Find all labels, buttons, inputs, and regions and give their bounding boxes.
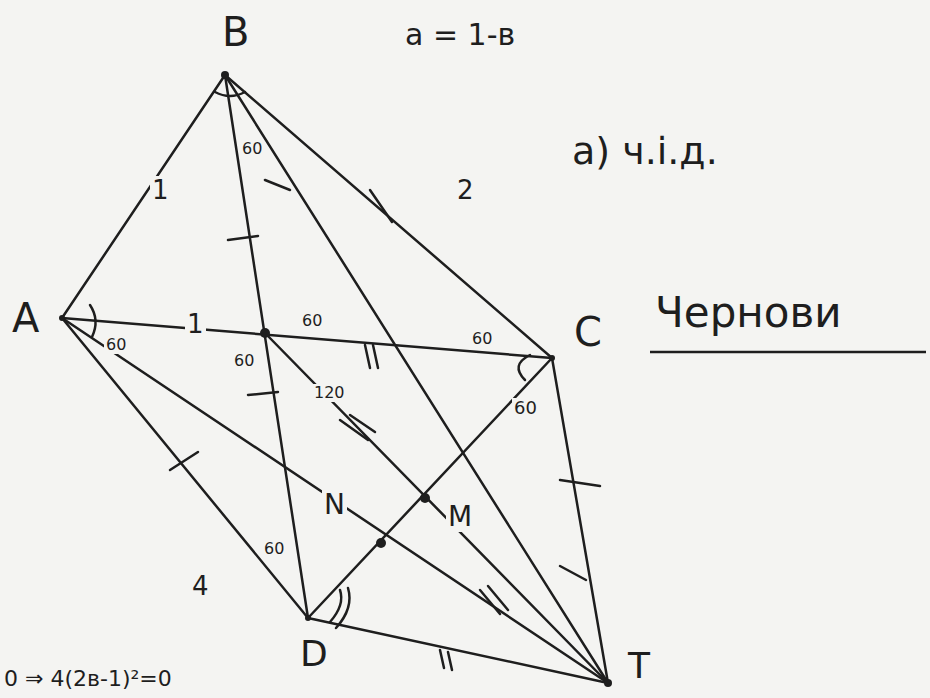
- point-label: D: [300, 636, 328, 672]
- note-text: a) ч.і.д.: [572, 132, 718, 170]
- point-label: M: [446, 502, 474, 532]
- angle-label: 60: [232, 352, 256, 370]
- point-label: A: [12, 298, 39, 338]
- angle-label: 60: [104, 336, 128, 354]
- equation-note: 0 ⇒ 4(2в-1)²=0: [4, 668, 172, 690]
- angle-label: 60: [262, 540, 286, 558]
- point-label: N: [322, 490, 347, 520]
- point-label: C: [574, 312, 602, 352]
- point-label: B: [222, 12, 249, 52]
- length-label: 1: [150, 176, 171, 204]
- angle-label: 60: [470, 330, 494, 348]
- length-label: 1: [185, 310, 206, 338]
- note-text: a = 1-в: [405, 20, 515, 50]
- angle-label: 60: [240, 140, 264, 158]
- angle-label: 60: [512, 398, 539, 418]
- angle-label: 60: [300, 312, 324, 330]
- point-label: T: [628, 648, 650, 684]
- length-label: 2: [455, 176, 476, 204]
- title-note: Чернови: [655, 292, 842, 334]
- length-label: 4: [190, 572, 211, 600]
- angle-label: 120: [312, 384, 347, 402]
